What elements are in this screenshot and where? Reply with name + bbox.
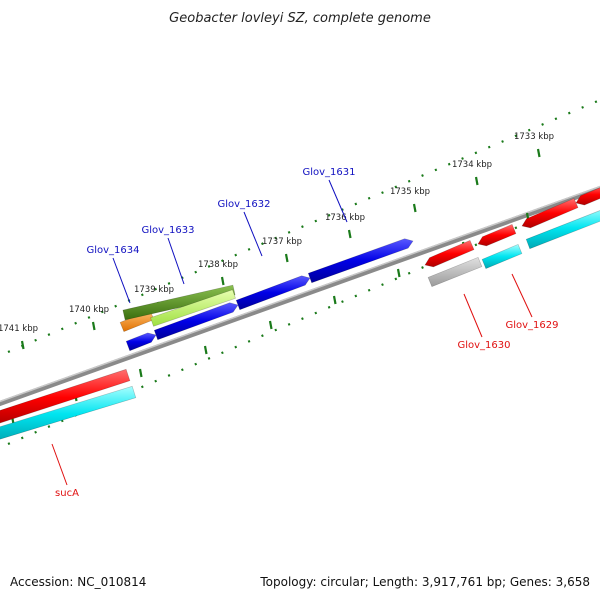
- gene-label: Glov_1632: [217, 199, 270, 210]
- tick-label: 1741 kbp: [0, 324, 38, 334]
- gene-lime-feature: [150, 289, 236, 327]
- gene-suca-secondary: [0, 385, 137, 440]
- gene-reverse-right-2: [575, 187, 600, 206]
- genome-backbone-highlight: [0, 185, 600, 403]
- major-tick: [347, 229, 352, 239]
- tick-label: 1740 kbp: [69, 305, 109, 315]
- major-tick: [220, 276, 225, 286]
- gene-label: Glov_1633: [141, 225, 194, 236]
- inner-major-tick: [396, 268, 401, 278]
- gene-label-leader: [167, 237, 185, 285]
- gene-cyan-1: [481, 244, 523, 269]
- major-tick: [284, 253, 289, 263]
- major-tick: [474, 176, 479, 186]
- major-tick: [412, 203, 417, 213]
- gene-label: Glov_1630: [457, 340, 510, 351]
- tick-label: 1734 kbp: [452, 160, 492, 170]
- inner-major-tick: [268, 320, 273, 330]
- accession-label: Accession: NC_010814: [10, 575, 146, 589]
- gene-glov-1630: [424, 240, 475, 268]
- tick-label: 1733 kbp: [514, 132, 554, 142]
- gene-label-leader: [511, 273, 533, 318]
- major-tick: [536, 148, 541, 158]
- gene-glov-1631: [307, 238, 414, 284]
- map-title: Geobacter lovleyi SZ, complete genome: [169, 11, 431, 26]
- gene-glov-1629: [477, 224, 517, 247]
- tick-label: 1737 kbp: [262, 237, 302, 247]
- gene-label-leader: [463, 293, 483, 338]
- inner-major-tick: [332, 295, 337, 305]
- genome-backbone: [0, 185, 600, 407]
- gene-grey-feature: [427, 257, 483, 287]
- tick-label: 1739 kbp: [134, 285, 174, 295]
- gene-glov-1633: [153, 302, 239, 341]
- gene-label-leader: [243, 211, 263, 257]
- tick-label: 1738 kbp: [198, 260, 238, 270]
- inner-major-tick: [138, 368, 143, 378]
- gene-label: sucA: [55, 488, 79, 499]
- gene-label-leader: [328, 179, 348, 223]
- gene-label-leader: [112, 257, 131, 304]
- major-tick: [20, 340, 25, 350]
- gene-glov-1632: [235, 275, 311, 311]
- gene-label: Glov_1631: [302, 167, 355, 178]
- tick-label: 1735 kbp: [390, 187, 430, 197]
- gene-cyan-2: [525, 210, 600, 250]
- major-tick: [91, 321, 96, 331]
- gene-label-leader: [51, 443, 68, 486]
- gene-glov-1634: [125, 332, 157, 352]
- inner-major-tick: [203, 345, 208, 355]
- genome-summary: Topology: circular; Length: 3,917,761 bp…: [259, 575, 590, 589]
- gene-label: Glov_1634: [86, 245, 139, 256]
- gene-label: Glov_1629: [505, 320, 558, 331]
- gene-suca: [0, 368, 131, 424]
